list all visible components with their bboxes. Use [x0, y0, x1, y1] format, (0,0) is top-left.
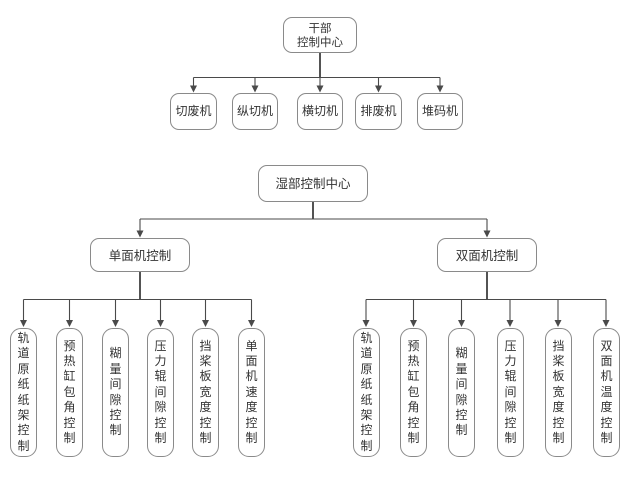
node-sf-dam-board-width-control: 挡桨板宽度控制 — [192, 328, 219, 457]
node-label: 单面机速度控制 — [245, 338, 258, 446]
node-label: 轨道原纸纸架控制 — [17, 330, 30, 453]
node-dry-section-control-center: 干部 控制中心 — [283, 17, 357, 53]
node-wet-section-control-center: 湿部控制中心 — [258, 165, 368, 202]
node-sf-speed-control: 单面机速度控制 — [238, 328, 265, 457]
node-sf-glue-gap-control: 糊量间隙控制 — [102, 328, 129, 457]
node-label: 压力辊间隙控制 — [504, 338, 517, 446]
node-df-temperature-control: 双面机温度控制 — [593, 328, 620, 457]
node-label: 切废机 — [175, 104, 212, 118]
node-slitter: 纵切机 — [232, 93, 278, 130]
node-df-preheater-wrap-angle-control: 预热缸包角控制 — [400, 328, 427, 457]
node-df-pressure-roll-gap-control: 压力辊间隙控制 — [497, 328, 524, 457]
node-label: 压力辊间隙控制 — [154, 338, 167, 446]
node-single-facer-control: 单面机控制 — [90, 238, 190, 272]
node-label: 干部 — [308, 21, 332, 35]
node-waste-discharger: 排废机 — [355, 93, 402, 130]
node-label: 轨道原纸纸架控制 — [360, 330, 373, 453]
node-label: 纵切机 — [236, 104, 273, 118]
node-label: 双面机温度控制 — [600, 338, 613, 446]
node-stacker: 堆码机 — [417, 93, 463, 130]
node-label: 预热缸包角控制 — [63, 338, 76, 446]
node-df-paper-rack-control: 轨道原纸纸架控制 — [353, 328, 380, 457]
node-label: 湿部控制中心 — [275, 176, 351, 191]
node-label: 挡桨板宽度控制 — [552, 338, 565, 446]
node-cross-cutter: 横切机 — [297, 93, 343, 130]
node-df-dam-board-width-control: 挡桨板宽度控制 — [545, 328, 572, 457]
node-label: 控制中心 — [297, 35, 343, 49]
node-label: 排废机 — [360, 104, 397, 118]
node-waste-cutter: 切废机 — [170, 93, 217, 130]
node-label: 双面机控制 — [455, 247, 519, 263]
node-label: 单面机控制 — [108, 247, 172, 263]
node-label: 挡桨板宽度控制 — [199, 338, 212, 446]
node-df-glue-gap-control: 糊量间隙控制 — [448, 328, 475, 457]
node-sf-paper-rack-control: 轨道原纸纸架控制 — [10, 328, 37, 457]
node-label: 糊量间隙控制 — [109, 346, 122, 438]
node-double-facer-control: 双面机控制 — [437, 238, 537, 272]
node-label: 预热缸包角控制 — [407, 338, 420, 446]
node-label: 糊量间隙控制 — [455, 346, 468, 438]
node-label: 横切机 — [301, 104, 338, 118]
node-sf-preheater-wrap-angle-control: 预热缸包角控制 — [56, 328, 83, 457]
node-sf-pressure-roll-gap-control: 压力辊间隙控制 — [147, 328, 174, 457]
node-label: 堆码机 — [421, 104, 458, 118]
